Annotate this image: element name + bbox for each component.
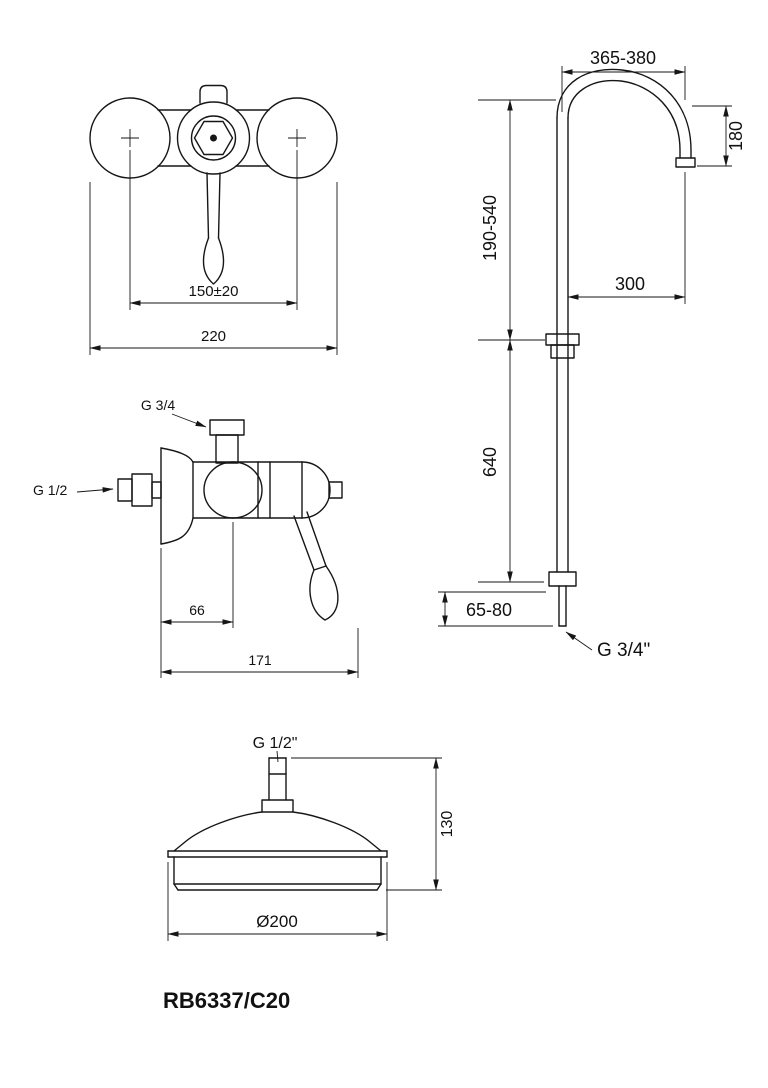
riser-body — [545, 68, 696, 627]
dim-upper-height: 190-540 — [478, 99, 556, 341]
dim-head-height-label: 130 — [439, 811, 456, 838]
dim-head-height: 130 — [291, 757, 456, 891]
dim-lower-height: 640 — [478, 339, 544, 583]
dim-head-diameter-label: Ø200 — [256, 912, 298, 931]
label-inlet-thread: G 1/2 — [33, 482, 114, 498]
label-top-thread: G 3/4 — [141, 397, 207, 428]
bottom-thread-label: G 3/4" — [597, 640, 650, 661]
dim-upper-height-label: 190-540 — [480, 195, 500, 261]
dim-arc-height-label: 180 — [726, 121, 746, 151]
dim-overall-width: 220 — [89, 182, 338, 355]
mixer-front-view: 150±20 220 — [89, 84, 338, 355]
head-thread-label: G 1/2" — [253, 735, 298, 752]
dim-reach-label: 300 — [615, 274, 645, 294]
inlet-thread-label: G 1/2 — [33, 482, 67, 498]
shower-head-body — [167, 757, 388, 891]
dim-reach: 300 — [567, 172, 686, 304]
mixer-front-body — [89, 84, 338, 285]
dim-center-distance: 150±20 — [129, 150, 298, 310]
dim-overall-depth-label: 171 — [248, 652, 272, 668]
dim-lower-height-label: 640 — [480, 447, 500, 477]
dim-top-width-label: 365-380 — [590, 48, 656, 68]
label-head-thread: G 1/2" — [253, 735, 298, 763]
mixer-side-body — [117, 419, 343, 621]
shower-head-view: G 1/2" 130 Ø200 — [167, 735, 456, 941]
dim-center-distance-label: 150±20 — [189, 283, 239, 300]
label-bottom-thread: G 3/4" — [565, 631, 650, 661]
dim-arc-height: 180 — [692, 105, 746, 167]
dim-head-diameter: Ø200 — [167, 862, 388, 941]
dim-wall-to-center: 66 — [160, 522, 234, 678]
dim-wall-to-center-label: 66 — [189, 602, 205, 618]
centerline-marks — [121, 129, 306, 147]
product-code: RB6337/C20 — [163, 988, 290, 1013]
top-thread-label: G 3/4 — [141, 397, 175, 413]
dim-overall-width-label: 220 — [201, 328, 226, 345]
dim-bottom-offset-label: 65-80 — [466, 600, 512, 620]
dim-top-width: 365-380 — [561, 48, 686, 112]
mixer-side-view: G 3/4 G 1/2 66 171 — [33, 397, 359, 678]
riser-view: 365-380 180 190-540 300 640 6 — [438, 48, 746, 661]
dim-bottom-offset: 65-80 — [438, 591, 553, 627]
dim-overall-depth: 171 — [160, 628, 359, 678]
